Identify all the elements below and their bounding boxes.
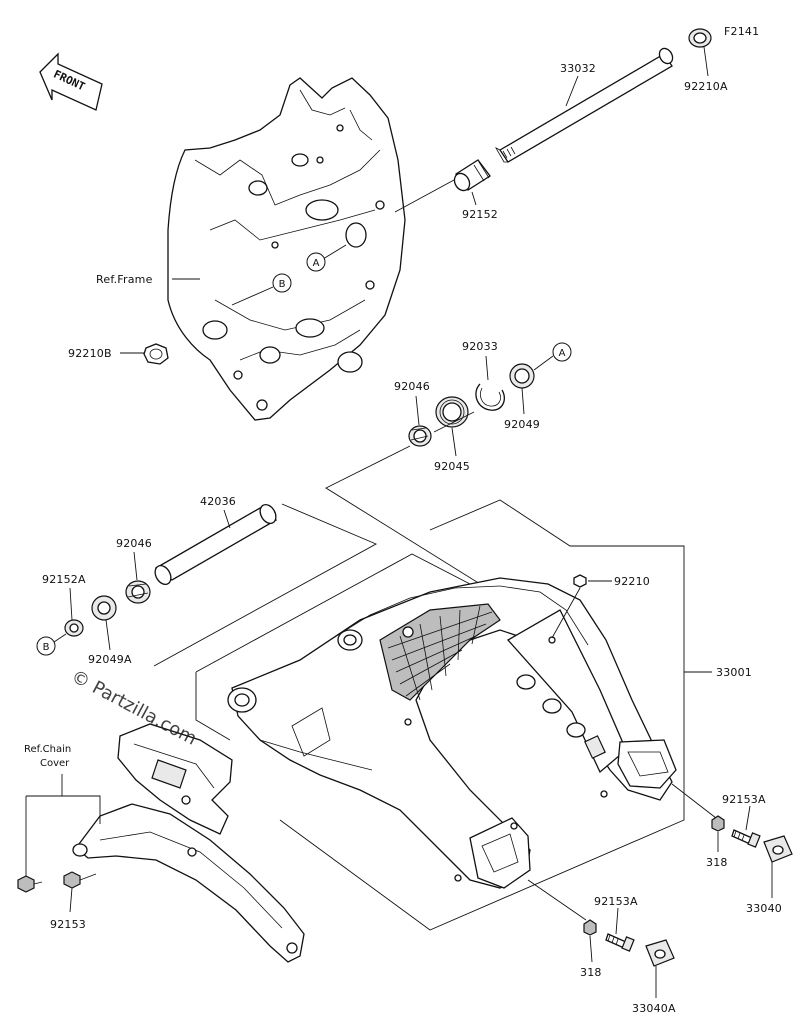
callout-a2-circle (552, 342, 572, 362)
nut-92210 (573, 574, 587, 588)
sleeve-42036 (154, 504, 278, 585)
collar-92152A (64, 619, 84, 637)
front-arrow-icon: FRONT (39, 52, 103, 111)
part-42036-label: 42036 (200, 495, 236, 508)
seal-92049A (91, 595, 117, 621)
part-92153-label: 92153 (50, 918, 86, 931)
part-33040A-label: 33040A (632, 1002, 676, 1015)
part-92210-label: 92210 (614, 575, 650, 588)
part-92046-mid-label: 92046 (116, 537, 152, 550)
part-318-bottom-label: 318 (580, 966, 602, 979)
circlip-92033 (475, 383, 505, 411)
nut-318-bottom (583, 919, 597, 936)
part-318-right-label: 318 (706, 856, 728, 869)
part-92210B-label: 92210B (68, 347, 112, 360)
part-92152A-label: 92152A (42, 573, 86, 586)
part-33032-label: 33032 (560, 62, 596, 75)
axle-33032 (494, 47, 674, 163)
collar-92152 (453, 159, 491, 192)
callout-b-label: B (279, 279, 286, 290)
seal-92049 (509, 363, 535, 389)
part-33001-label: 33001 (716, 666, 752, 679)
callout-b2-circle (36, 636, 56, 656)
nut-92210B (143, 343, 169, 365)
adjuster-block-33040 (763, 835, 793, 863)
bolt-92153A-right (731, 829, 761, 848)
ref-chain-label: Ref.Chain (24, 744, 71, 755)
part-92049-label: 92049 (504, 418, 540, 431)
swing-arm-33001 (227, 577, 677, 889)
figure-code: F2141 (724, 25, 759, 38)
bolt-92153-left (17, 875, 43, 893)
chain-cover-upper (117, 723, 233, 835)
ref-cover-label: Cover (40, 758, 70, 769)
part-92033-label: 92033 (462, 340, 498, 353)
part-92049A-label: 92049A (88, 653, 132, 666)
chain-cover-lower (72, 803, 305, 963)
part-92210A-label: 92210A (684, 80, 728, 93)
needle-bearing-92046-mid (125, 580, 151, 604)
bolt-92153-right (63, 871, 97, 889)
part-33040-label: 33040 (746, 902, 782, 915)
adjuster-block-33040A (645, 939, 675, 967)
part-92046-top-label: 92046 (394, 380, 430, 393)
callout-a-label: A (313, 258, 320, 269)
bolt-92153A-bottom (605, 933, 635, 952)
part-92045-label: 92045 (434, 460, 470, 473)
nut-318-right (711, 815, 725, 832)
callout-a2-label: A (559, 348, 566, 359)
nut-92210A (688, 28, 712, 48)
part-92153A-right-label: 92153A (722, 793, 766, 806)
callout-a-circle (306, 252, 326, 272)
part-92152-label: 92152 (462, 208, 498, 221)
callout-b2-label: B (43, 642, 50, 653)
ref-frame-label: Ref.Frame (96, 273, 153, 286)
part-92153A-bottom-label: 92153A (594, 895, 638, 908)
needle-bearing-92046-top (408, 425, 432, 447)
frame-outline (167, 77, 406, 421)
callout-b-circle (272, 273, 292, 293)
